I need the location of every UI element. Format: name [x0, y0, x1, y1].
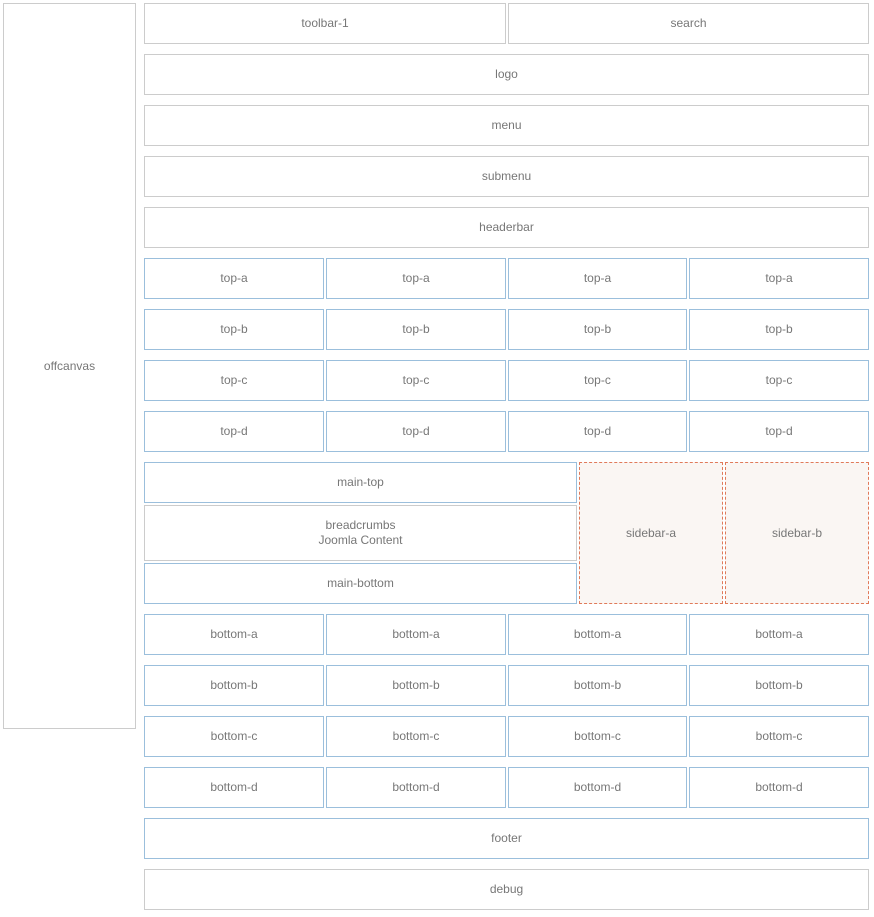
- top-a-column: top-a: [326, 258, 506, 299]
- submenu-label: submenu: [481, 169, 532, 183]
- menu-position: menu: [144, 105, 869, 146]
- joomla-content-label: Joomla Content: [318, 533, 403, 547]
- top-d-label: top-d: [402, 424, 430, 438]
- debug-position: debug: [144, 869, 869, 910]
- top-b-label: top-b: [402, 322, 430, 336]
- search-position: search: [508, 3, 869, 44]
- bottom-d-column: bottom-d: [326, 767, 506, 808]
- offcanvas-position: offcanvas: [3, 3, 136, 729]
- bottom-b-column: bottom-b: [508, 665, 687, 706]
- breadcrumbs-label: breadcrumbs: [325, 518, 396, 532]
- top-a-label: top-a: [220, 271, 248, 285]
- top-b-column: top-b: [326, 309, 506, 350]
- bottom-d-label: bottom-d: [392, 780, 440, 794]
- bottom-b-label: bottom-b: [392, 678, 440, 692]
- footer-position: footer: [144, 818, 869, 859]
- top-c-column: top-c: [508, 360, 687, 401]
- logo-position: logo: [144, 54, 869, 95]
- top-c-column: top-c: [326, 360, 506, 401]
- bottom-d-label: bottom-d: [210, 780, 258, 794]
- bottom-a-label: bottom-a: [210, 627, 258, 641]
- bottom-c-label: bottom-c: [755, 729, 803, 743]
- sidebar-b-label: sidebar-b: [771, 525, 823, 540]
- bottom-c-column: bottom-c: [508, 716, 687, 757]
- footer-label: footer: [491, 831, 522, 845]
- bottom-b-column: bottom-b: [689, 665, 869, 706]
- bottom-a-label: bottom-a: [392, 627, 440, 641]
- main-top-position: main-top: [144, 462, 577, 503]
- bottom-c-column: bottom-c: [326, 716, 506, 757]
- bottom-b-label: bottom-b: [755, 678, 803, 692]
- top-d-label: top-d: [583, 424, 612, 438]
- top-a-label: top-a: [765, 271, 793, 285]
- bottom-d-label: bottom-d: [755, 780, 803, 794]
- bottom-a-column: bottom-a: [326, 614, 506, 655]
- top-a-column: top-a: [689, 258, 869, 299]
- headerbar-position: headerbar: [144, 207, 869, 248]
- top-d-column: top-d: [689, 411, 869, 452]
- toolbar-1-position: toolbar-1: [144, 3, 506, 44]
- bottom-d-label: bottom-d: [573, 780, 622, 794]
- sidebar-a-position: sidebar-a: [579, 462, 723, 604]
- bottom-b-label: bottom-b: [210, 678, 258, 692]
- top-c-label: top-c: [765, 373, 793, 387]
- top-c-label: top-c: [220, 373, 248, 387]
- bottom-c-column: bottom-c: [144, 716, 324, 757]
- bottom-c-label: bottom-c: [392, 729, 440, 743]
- bottom-c-label: bottom-c: [210, 729, 258, 743]
- top-c-label: top-c: [584, 373, 611, 387]
- main-bottom-label: main-bottom: [327, 576, 394, 590]
- top-d-column: top-d: [508, 411, 687, 452]
- bottom-d-column: bottom-d: [508, 767, 687, 808]
- bottom-a-label: bottom-a: [573, 627, 622, 641]
- top-b-column: top-b: [689, 309, 869, 350]
- bottom-d-column: bottom-d: [144, 767, 324, 808]
- top-d-column: top-d: [144, 411, 324, 452]
- top-a-label: top-a: [402, 271, 430, 285]
- bottom-b-label: bottom-b: [573, 678, 622, 692]
- sidebar-a-label: sidebar-a: [625, 525, 677, 540]
- menu-label: menu: [491, 118, 522, 132]
- bottom-a-column: bottom-a: [144, 614, 324, 655]
- offcanvas-label: offcanvas: [43, 358, 96, 373]
- top-d-label: top-d: [765, 424, 793, 438]
- top-b-label: top-b: [583, 322, 612, 336]
- top-c-label: top-c: [402, 373, 430, 387]
- top-b-label: top-b: [220, 322, 248, 336]
- component-area: breadcrumbs Joomla Content: [144, 505, 577, 561]
- bottom-a-column: bottom-a: [508, 614, 687, 655]
- main-top-label: main-top: [337, 475, 384, 489]
- top-a-label: top-a: [583, 271, 612, 285]
- debug-label: debug: [489, 882, 524, 896]
- top-c-column: top-c: [689, 360, 869, 401]
- toolbar-1-label: toolbar-1: [301, 16, 349, 30]
- top-b-column: top-b: [144, 309, 324, 350]
- top-d-column: top-d: [326, 411, 506, 452]
- bottom-d-column: bottom-d: [689, 767, 869, 808]
- bottom-a-label: bottom-a: [755, 627, 803, 641]
- headerbar-label: headerbar: [479, 220, 534, 234]
- bottom-b-column: bottom-b: [326, 665, 506, 706]
- top-a-column: top-a: [508, 258, 687, 299]
- bottom-a-column: bottom-a: [689, 614, 869, 655]
- search-label: search: [670, 16, 707, 30]
- top-b-label: top-b: [765, 322, 793, 336]
- top-d-label: top-d: [220, 424, 248, 438]
- bottom-c-label: bottom-c: [574, 729, 621, 743]
- top-c-column: top-c: [144, 360, 324, 401]
- submenu-position: submenu: [144, 156, 869, 197]
- bottom-c-column: bottom-c: [689, 716, 869, 757]
- sidebar-b-position: sidebar-b: [725, 462, 869, 604]
- logo-label: logo: [495, 67, 518, 81]
- top-b-column: top-b: [508, 309, 687, 350]
- top-a-column: top-a: [144, 258, 324, 299]
- main-bottom-position: main-bottom: [144, 563, 577, 604]
- bottom-b-column: bottom-b: [144, 665, 324, 706]
